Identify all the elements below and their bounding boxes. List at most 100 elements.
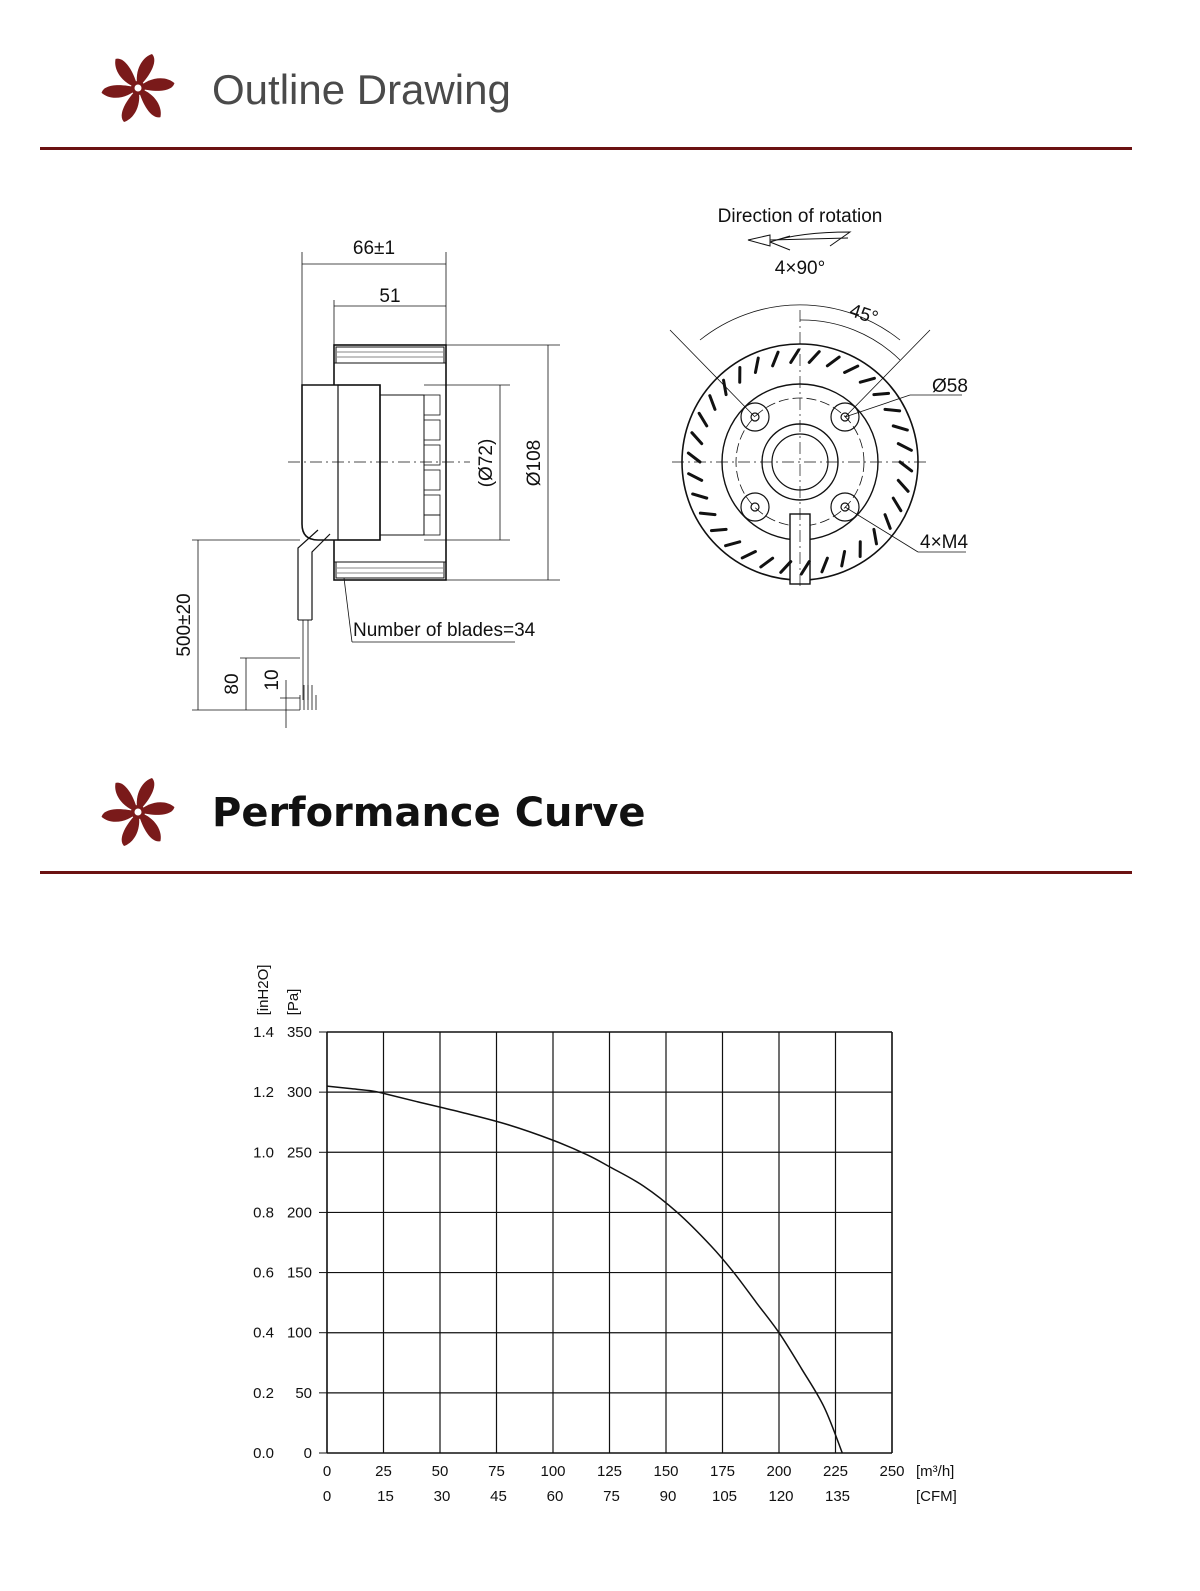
blade-mark (753, 356, 760, 374)
y-tick-label: 350 (287, 1024, 312, 1041)
y-tick-label: 250 (287, 1144, 312, 1161)
x-tick-label-secondary: 30 (434, 1488, 451, 1505)
dim-strip-10: 10 (262, 669, 283, 690)
blade-mark (825, 355, 841, 368)
section-divider (40, 147, 1132, 150)
chart-ticks: 0 25 50 75 100 125 150 175 200 225 250 0 15 30 45 60 75 9… (253, 1024, 904, 1505)
blade-mark (891, 496, 903, 513)
x-tick-label: 75 (488, 1463, 505, 1480)
dim-impeller-length: 51 (379, 286, 400, 307)
pressure-flow-curve (326, 1085, 843, 1454)
blade-mark (896, 442, 913, 452)
blade-mark (883, 513, 892, 530)
y-tick-label: 200 (287, 1204, 312, 1221)
blade-mark (840, 550, 847, 568)
blade-mark (872, 391, 891, 397)
blade-mark (686, 451, 702, 464)
blade-mark (807, 350, 821, 364)
blade-mark (820, 556, 829, 574)
blade-mark (843, 364, 860, 374)
x-tick-label: 225 (823, 1463, 848, 1480)
y-label-secondary: [inH2O] (255, 965, 272, 1016)
blade-mark (799, 560, 811, 576)
blade-mark (698, 511, 717, 517)
dim-strip-80: 80 (222, 673, 243, 694)
blade-mark (771, 350, 780, 368)
impeller-front-view (669, 231, 966, 590)
blade-mark (708, 394, 717, 411)
blade-mark (759, 556, 775, 569)
dim-outer-diameter: Ø108 (524, 440, 545, 486)
blade-mark (891, 424, 909, 432)
x-tick-label: 100 (540, 1463, 565, 1480)
outline-drawing-header: Outline Drawing (40, 40, 1132, 150)
x-label-primary: [m³/h] (916, 1463, 954, 1480)
x-tick-label-secondary: 135 (825, 1488, 850, 1505)
y-tick-label-secondary: 0.6 (253, 1265, 274, 1282)
dim-inner-diameter: (Ø72) (476, 439, 497, 488)
x-tick-label-secondary: 60 (547, 1488, 564, 1505)
blade-mark (691, 492, 709, 500)
x-tick-label: 150 (653, 1463, 678, 1480)
chart-grid (319, 1031, 893, 1454)
x-tick-label-secondary: 120 (768, 1488, 793, 1505)
y-tick-label-secondary: 0.2 (253, 1385, 274, 1402)
blade-mark (740, 550, 757, 560)
performance-curve-header: Performance Curve (40, 764, 1132, 874)
y-tick-label-secondary: 0.4 (253, 1325, 274, 1342)
y-label-primary: [Pa] (285, 989, 302, 1016)
performance-chart: 0 25 50 75 100 125 150 175 200 225 250 0 15 30 45 60 75 9… (253, 965, 957, 1505)
outline-drawing: 66±1 51 (Ø72) Ø108 500±20 80 10 Number o… (174, 206, 968, 728)
x-tick-label-secondary: 105 (712, 1488, 737, 1505)
screw-note: 4×M4 (920, 532, 968, 553)
x-tick-label-secondary: 0 (323, 1488, 331, 1505)
x-tick-label: 50 (432, 1463, 449, 1480)
y-tick-label: 50 (295, 1385, 312, 1402)
angle-45: 45° (847, 300, 881, 329)
blade-mark (687, 472, 704, 482)
fan-logo-icon (101, 778, 175, 846)
y-tick-label: 0 (304, 1445, 312, 1462)
x-tick-label: 25 (375, 1463, 392, 1480)
x-tick-label: 125 (597, 1463, 622, 1480)
blade-mark (697, 411, 709, 428)
x-tick-label-secondary: 45 (490, 1488, 507, 1505)
fan-logo-icon (101, 54, 175, 122)
x-tick-label: 175 (710, 1463, 735, 1480)
x-tick-label-secondary: 75 (603, 1488, 620, 1505)
dim-bolt-circle: Ø58 (932, 376, 968, 397)
section-title: Performance Curve (212, 790, 646, 836)
y-tick-label: 300 (287, 1084, 312, 1101)
section-divider (40, 871, 1132, 874)
blade-mark (883, 407, 902, 413)
x-tick-label: 200 (766, 1463, 791, 1480)
blade-mark (872, 527, 878, 546)
x-tick-label: 250 (879, 1463, 904, 1480)
y-tick-label: 100 (287, 1325, 312, 1342)
blade-mark (690, 431, 704, 446)
blade-mark (898, 460, 914, 473)
chart-curve (326, 1085, 843, 1454)
x-label-secondary: [CFM] (916, 1488, 957, 1505)
x-tick-label: 0 (323, 1463, 331, 1480)
y-tick-label-secondary: 1.0 (253, 1144, 274, 1161)
blade-mark (896, 478, 910, 493)
y-tick-label-secondary: 1.4 (253, 1024, 274, 1041)
blade-mark (779, 560, 793, 574)
blade-mark (709, 527, 728, 533)
y-tick-label-secondary: 0.0 (253, 1445, 274, 1462)
blades-note: Number of blades=34 (353, 620, 536, 641)
blade-mark (722, 378, 728, 397)
blade-mark (858, 376, 876, 384)
angle-4x90: 4×90° (775, 258, 825, 279)
rotation-note: Direction of rotation (718, 206, 883, 227)
x-tick-label-secondary: 15 (377, 1488, 394, 1505)
dim-overall-length: 66±1 (353, 238, 395, 259)
dim-cable-length: 500±20 (174, 593, 195, 656)
y-tick-label: 150 (287, 1265, 312, 1282)
impeller-side-view (288, 344, 470, 710)
x-tick-label-secondary: 90 (660, 1488, 677, 1505)
y-tick-label-secondary: 0.8 (253, 1204, 274, 1221)
y-tick-label-secondary: 1.2 (253, 1084, 274, 1101)
blade-mark (789, 348, 801, 364)
